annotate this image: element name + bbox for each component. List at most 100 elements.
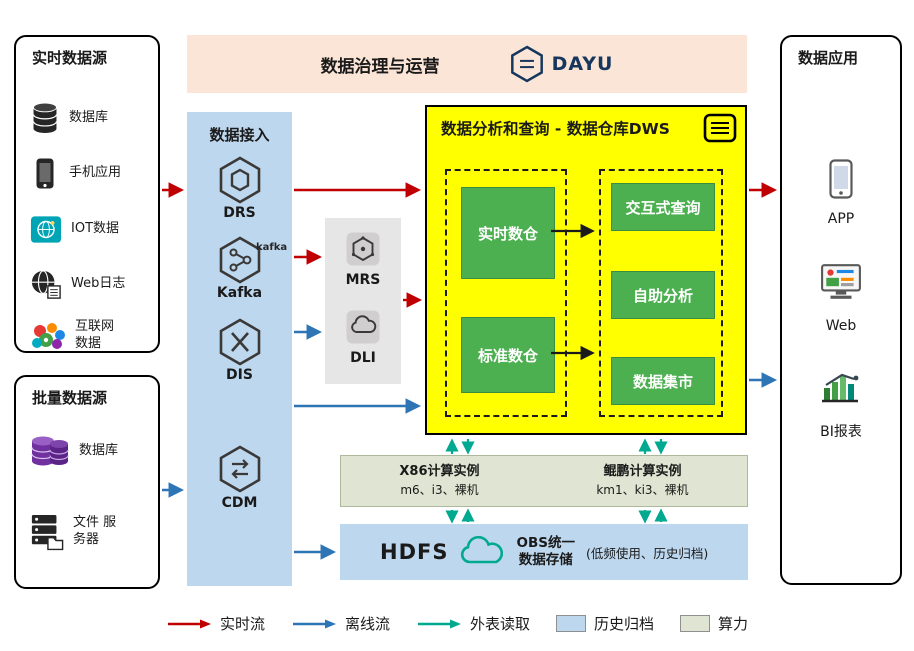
kafka-hexagon-icon [219, 236, 260, 284]
warehouse-group: 实时数仓 标准数仓 [445, 169, 567, 417]
ingestion-item-label-drs: DRS [223, 205, 256, 221]
drs-hexagon-icon [219, 156, 260, 204]
source-item-iot: IOT数据 [30, 215, 133, 244]
source-item-database: 数据库 [30, 101, 131, 135]
source-item-label: IOT数据 [71, 221, 120, 237]
obs-line1: OBS统一 [516, 535, 575, 552]
dli-label: DLI [350, 350, 376, 366]
batch-sources-panel: 批量数据源 数据库 文件 服务器 [14, 375, 160, 589]
interactive-query-box: 交互式查询 [611, 183, 715, 231]
kunpeng-compute-models: km1、ki3、裸机 [596, 482, 689, 497]
obs-usage-note: (低频使用、历史归档) [585, 545, 709, 561]
source-item-label: 数据库 [69, 109, 109, 125]
ingestion-item-label-cdm: CDM [221, 495, 258, 511]
source-item-label: 文件 服务器 [73, 515, 117, 547]
x86-compute-models: m6、i3、裸机 [400, 482, 479, 497]
app-item-app [782, 159, 900, 203]
kunpeng-compute-group: 鲲鹏计算实例 km1、ki3、裸机 [596, 463, 688, 499]
dli-cloud-icon [346, 310, 380, 344]
internet-cluster-icon [32, 322, 65, 349]
legend-item-archive: 历史归档 [556, 613, 654, 634]
external-read-arrow-icon [417, 619, 461, 628]
legend-item-external-read: 外表读取 [416, 613, 530, 634]
archive-swatch [556, 615, 586, 632]
ingestion-item-label-kafka: Kafka [216, 285, 263, 301]
source-item-file-server: 文件 服务器 [30, 513, 125, 551]
compute-instances-bar: X86计算实例 m6、i3、裸机 鲲鹏计算实例 km1、ki3、裸机 [340, 455, 748, 507]
standard-warehouse-box: 标准数仓 [461, 317, 555, 393]
mrs-hexagon-icon [346, 232, 380, 266]
phone-icon [36, 158, 54, 189]
source-item-label: 互联网数据 [75, 319, 115, 351]
dayu-label: DAYU [551, 53, 614, 75]
legend-label: 离线流 [344, 615, 390, 633]
app-item-label-web: Web [825, 318, 857, 334]
kunpeng-compute-title: 鲲鹏计算实例 [603, 463, 682, 479]
governance-banner: 数据治理与运营 DAYU [187, 35, 747, 93]
x86-compute-group: X86计算实例 m6、i3、裸机 [399, 463, 479, 499]
hdfs-obs-storage-bar: HDFS OBS统一 数据存储 (低频使用、历史归档) [340, 524, 748, 580]
dws-report-icon [703, 113, 737, 143]
legend-label: 实时流 [219, 615, 265, 633]
obs-storage-label: OBS统一 数据存储 [516, 535, 575, 569]
app-item-label-bi: BI报表 [820, 424, 862, 440]
data-ingestion-panel: 数据接入 DRS kafka Kafka [187, 112, 292, 586]
ingestion-item-kafka: kafka [187, 236, 292, 288]
source-item-mobile-app: 手机应用 [30, 157, 131, 190]
dis-hexagon-icon [219, 318, 260, 366]
legend-label: 外表读取 [469, 615, 530, 633]
app-item-web [782, 263, 900, 305]
ingestion-item-label-dis: DIS [226, 367, 253, 383]
governance-title: 数据治理与运营 [320, 56, 440, 77]
purple-database-icon [31, 436, 69, 466]
x86-compute-title: X86计算实例 [399, 463, 480, 479]
app-phone-icon [829, 159, 853, 199]
dayu-logo: DAYU [510, 45, 614, 83]
data-applications-title: 数据应用 [798, 49, 859, 67]
hdfs-label: HDFS [380, 540, 449, 564]
legend-label: 算力 [718, 615, 749, 633]
ingestion-item-drs [187, 156, 292, 208]
realtime-sources-title: 实时数据源 [32, 49, 108, 67]
self-service-analysis-box: 自助分析 [611, 271, 715, 319]
ingestion-item-dis [187, 318, 292, 370]
globe-doc-icon [31, 270, 61, 299]
app-item-bi [782, 369, 900, 409]
offline-arrow-icon [292, 619, 336, 628]
legend-item-realtime: 实时流 [166, 613, 265, 634]
compute-swatch [680, 615, 711, 632]
data-ingestion-title: 数据接入 [209, 126, 270, 144]
source-item-internet-data: 互联网数据 [30, 319, 121, 353]
iot-icon [30, 216, 62, 243]
source-item-label: 手机应用 [69, 165, 122, 181]
legend-item-offline: 离线流 [291, 613, 390, 634]
compute-engines-panel: MRS DLI [325, 218, 401, 384]
obs-line2: 数据存储 [518, 552, 573, 568]
app-item-label-app: APP [827, 211, 855, 227]
query-services-group: 交互式查询 自助分析 数据集市 [599, 169, 723, 417]
realtime-warehouse-box: 实时数仓 [461, 187, 555, 279]
source-item-web-log: Web日志 [30, 269, 133, 300]
dws-title: 数据分析和查询 - 数据仓库DWS [441, 120, 670, 138]
data-applications-panel: 数据应用 APP Web [780, 35, 902, 585]
obs-cloud-icon [461, 536, 504, 564]
web-monitor-icon [821, 264, 861, 299]
source-item-label: Web日志 [71, 276, 126, 292]
realtime-arrow-icon [167, 619, 211, 628]
database-icon [32, 102, 58, 133]
mrs-label: MRS [345, 272, 381, 288]
file-server-icon [31, 515, 64, 551]
ingestion-item-cdm [187, 445, 292, 497]
dayu-hexagon-icon [510, 45, 543, 83]
legend: 实时流 离线流 外表读取 历史归档 算力 [0, 613, 914, 634]
realtime-sources-panel: 实时数据源 数据库 手机应用 I [14, 35, 160, 353]
legend-label: 历史归档 [594, 615, 655, 633]
legend-item-compute: 算力 [680, 613, 748, 634]
source-item-label: 数据库 [79, 442, 119, 458]
dws-warehouse-panel: 数据分析和查询 - 数据仓库DWS 实时数仓 标准数仓 交互式查询 自助分析 数… [425, 105, 747, 435]
source-item-batch-database: 数据库 [30, 433, 141, 469]
bi-chart-icon [822, 373, 859, 403]
cdm-hexagon-icon [219, 445, 260, 493]
kafka-wordmark: kafka [256, 242, 288, 253]
